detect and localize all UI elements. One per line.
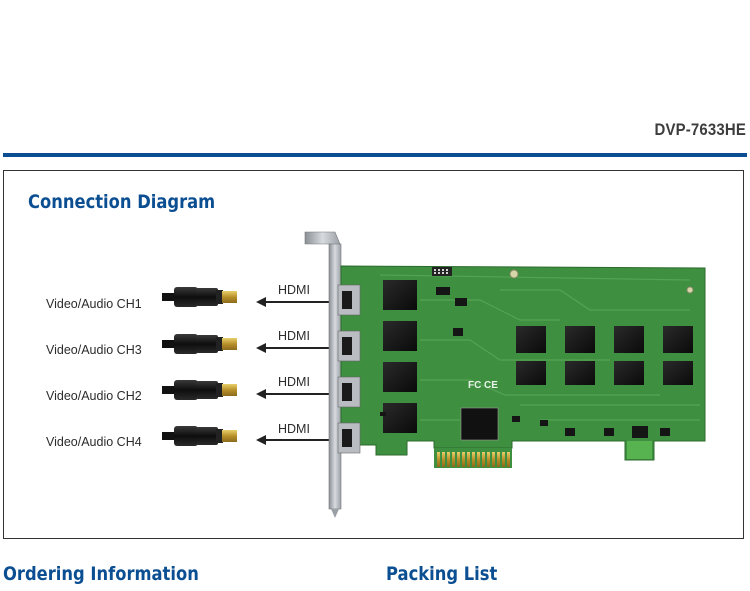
packing-list-title: Packing List [386,563,498,585]
hdmi-label-2: HDMI [278,329,310,343]
arrow-icons [256,297,330,445]
hdmi-label-4: HDMI [278,422,310,436]
model-number: DVP-7633HE [654,120,746,139]
bridge-chip [460,407,499,441]
header-rule [3,153,747,157]
channel-label-3: Video/Audio CH2 [46,389,142,403]
hdmi-plug-3 [162,380,237,400]
channel-label-4: Video/Audio CH4 [46,435,142,449]
hdmi-label-1: HDMI [278,283,310,297]
pci-bracket [304,231,342,518]
hdmi-plug-1 [162,287,237,307]
ordering-info-title: Ordering Information [3,563,199,585]
channel-label-2: Video/Audio CH3 [46,343,142,357]
ce-mark: CE [484,380,498,391]
hdmi-label-3: HDMI [278,375,310,389]
hdmi-plug-4 [162,426,237,446]
pcb-board [337,265,706,468]
connection-diagram-panel [3,170,744,539]
fcc-mark: FC [468,380,481,391]
diagram-title: Connection Diagram [28,191,216,213]
hdmi-plug-2 [162,334,237,354]
hdmi-plugs [162,287,237,446]
channel-label-1: Video/Audio CH1 [46,297,142,311]
